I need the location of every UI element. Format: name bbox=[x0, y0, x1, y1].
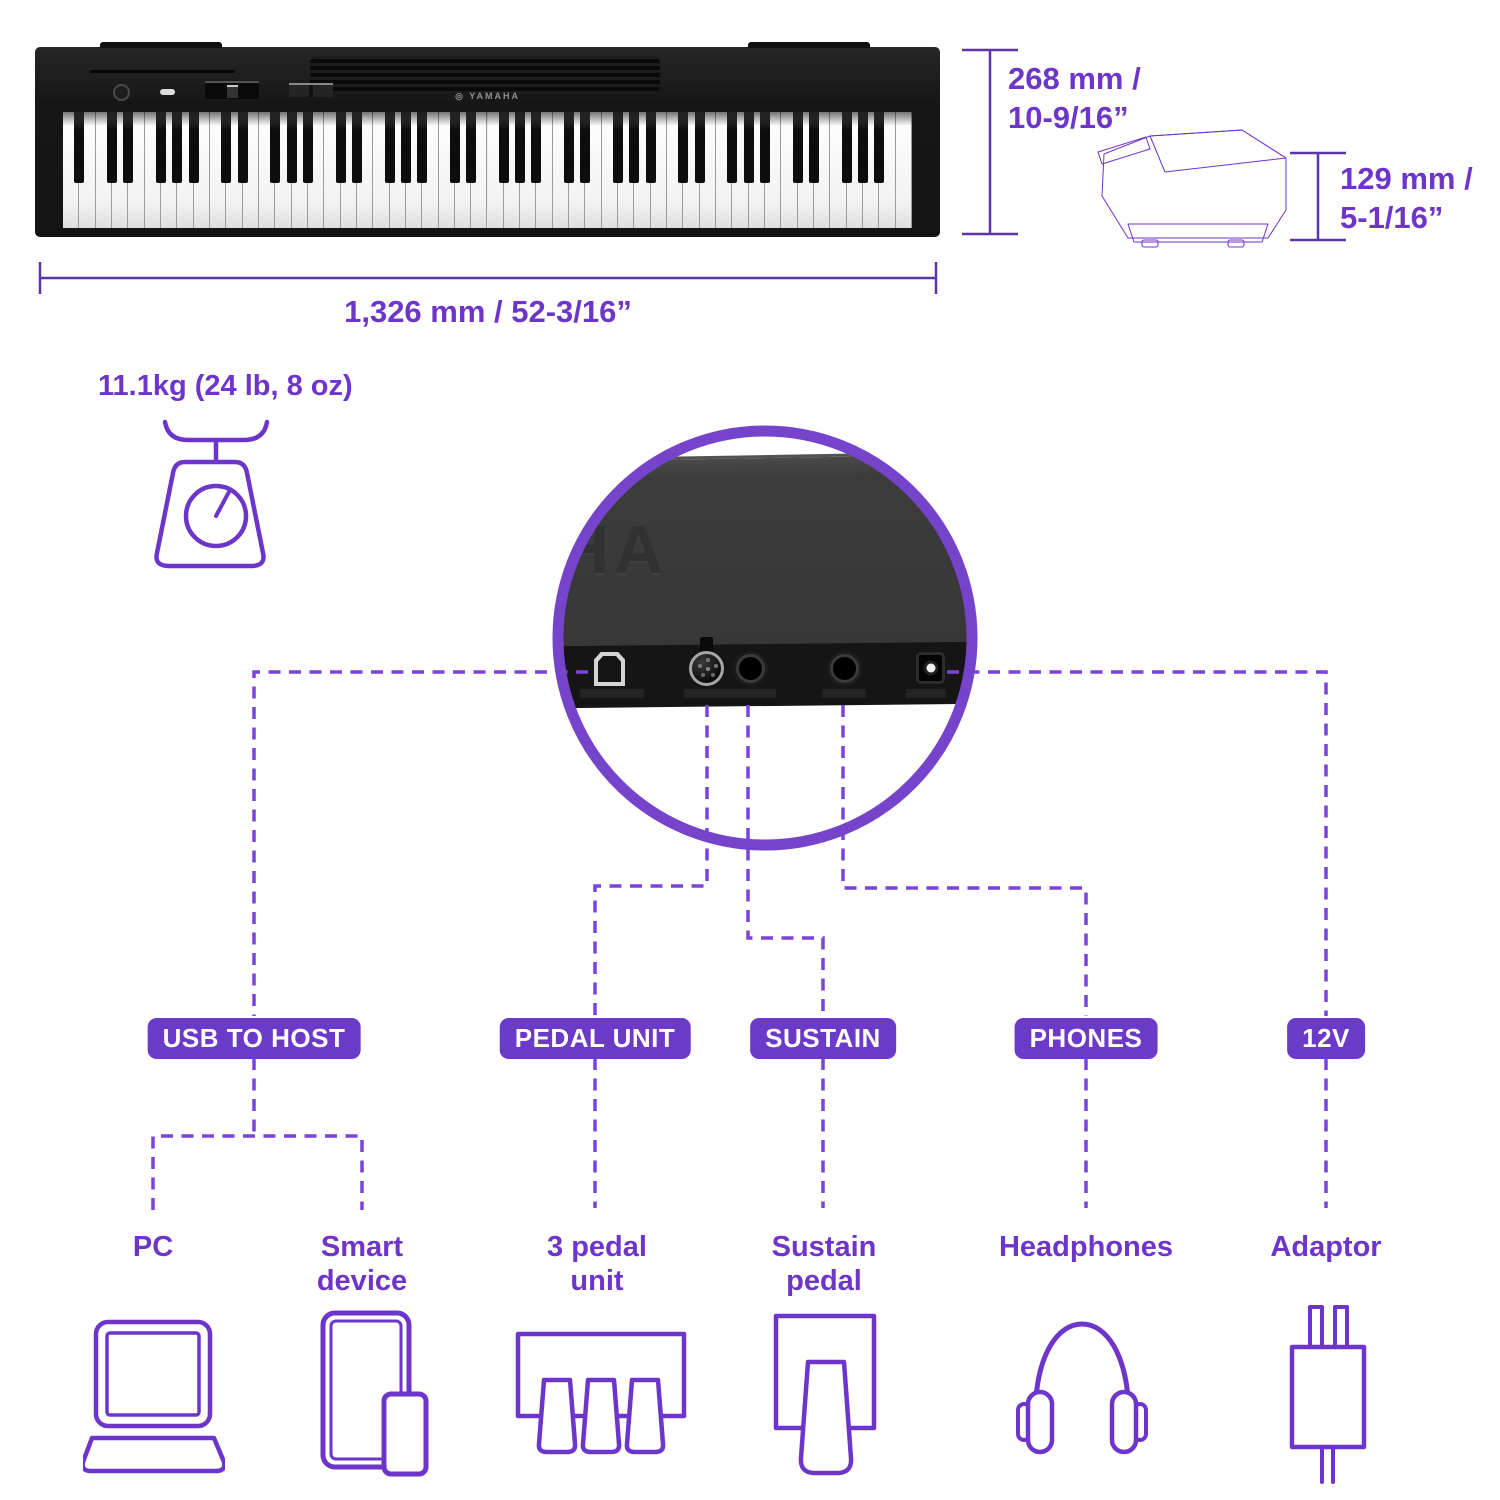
piano-side-view bbox=[1097, 129, 1287, 248]
black-key bbox=[400, 112, 411, 183]
scale-icon bbox=[154, 419, 270, 569]
panel-groove bbox=[90, 70, 235, 73]
black-key bbox=[106, 112, 117, 183]
adaptor-icon bbox=[1289, 1305, 1367, 1484]
usb-to-host-port bbox=[594, 652, 625, 686]
black-key bbox=[809, 112, 820, 183]
black-key bbox=[531, 112, 542, 183]
headphones-icon bbox=[1016, 1321, 1148, 1455]
black-key bbox=[466, 112, 477, 183]
yamaha-logo-mark: ◎ bbox=[455, 91, 465, 101]
device-label-headphones: Headphones bbox=[998, 1231, 1174, 1263]
piano-keybed bbox=[63, 112, 912, 228]
black-key bbox=[302, 112, 313, 183]
device-label-pc: PC bbox=[132, 1231, 174, 1263]
laptop-icon bbox=[83, 1319, 225, 1474]
black-key bbox=[645, 112, 656, 183]
device-label-sustain-pedal: Sustain pedal bbox=[771, 1231, 877, 1298]
weight-label: 11.1kg (24 lb, 8 oz) bbox=[98, 370, 353, 402]
port-label-plate bbox=[734, 689, 776, 698]
smart-device-icon bbox=[320, 1310, 429, 1477]
black-key bbox=[564, 112, 575, 183]
black-key bbox=[335, 112, 346, 183]
dc-in-port bbox=[916, 652, 945, 684]
port-label-pedal-unit: PEDAL UNIT bbox=[499, 1018, 691, 1059]
black-key bbox=[629, 112, 640, 183]
port-label-plate bbox=[684, 689, 740, 698]
dc-connector-line bbox=[947, 670, 1328, 1016]
depth-dimension-label: 129 mm /5-1/16” bbox=[1340, 161, 1473, 235]
port-label-plate bbox=[906, 689, 946, 698]
black-key bbox=[221, 112, 232, 183]
speaker-grille bbox=[310, 56, 660, 93]
rear-panel-magnifier: HA bbox=[558, 431, 972, 845]
black-key bbox=[449, 112, 460, 183]
piano-front-view: ◎ YAMAHA bbox=[35, 42, 940, 237]
power-button bbox=[113, 84, 130, 101]
yamaha-logo: ◎ YAMAHA bbox=[455, 91, 520, 101]
black-key bbox=[384, 112, 395, 183]
device-label-3-pedal-unit: 3 pedal unit bbox=[547, 1231, 647, 1298]
phones-jack bbox=[830, 654, 859, 683]
sustain-pedal-icon bbox=[773, 1313, 877, 1476]
black-key bbox=[270, 112, 281, 183]
port-label-12v: 12V bbox=[1287, 1018, 1365, 1059]
black-key bbox=[841, 112, 852, 183]
usb-split-line bbox=[151, 1134, 364, 1210]
black-key bbox=[351, 112, 362, 183]
black-key bbox=[123, 112, 134, 183]
black-key bbox=[792, 112, 803, 183]
black-key bbox=[678, 112, 689, 183]
black-key bbox=[286, 112, 297, 183]
three-pedal-unit-icon bbox=[515, 1331, 687, 1455]
piano-rear-foot-left bbox=[100, 42, 222, 48]
height-dimension-label: 268 mm /10-9/16” bbox=[1008, 61, 1141, 135]
port-label-sustain: SUSTAIN bbox=[750, 1018, 896, 1059]
device-label-adaptor: Adaptor bbox=[1270, 1231, 1382, 1263]
device-label-smart-device: Smart device bbox=[316, 1231, 408, 1298]
white-key bbox=[895, 112, 912, 228]
black-key bbox=[727, 112, 738, 183]
volume-slider bbox=[205, 81, 259, 99]
black-key bbox=[580, 112, 591, 183]
black-key bbox=[172, 112, 183, 183]
power-led bbox=[160, 89, 175, 95]
black-key bbox=[858, 112, 869, 183]
black-key bbox=[237, 112, 248, 183]
function-buttons bbox=[289, 83, 333, 97]
black-key bbox=[498, 112, 509, 183]
port-label-plate bbox=[822, 689, 866, 698]
rear-panel-logo-fragment: HA bbox=[560, 512, 669, 588]
sustain-jack bbox=[736, 654, 765, 683]
width-dimension-line bbox=[38, 262, 938, 294]
width-dimension-label: 1,326 mm / 52-3/16” bbox=[344, 294, 632, 329]
pedal-unit-port bbox=[689, 651, 724, 686]
black-key bbox=[694, 112, 705, 183]
port-label-phones: PHONES bbox=[1014, 1018, 1158, 1059]
port-label-plate bbox=[580, 689, 644, 698]
black-key bbox=[188, 112, 199, 183]
black-key bbox=[155, 112, 166, 183]
black-key bbox=[515, 112, 526, 183]
usb-connector-line bbox=[252, 670, 588, 1016]
piano-rear-foot-right bbox=[748, 42, 870, 48]
black-key bbox=[613, 112, 624, 183]
black-key bbox=[74, 112, 85, 183]
black-key bbox=[743, 112, 754, 183]
black-key bbox=[417, 112, 428, 183]
port-label-usb-to-host: USB TO HOST bbox=[147, 1018, 361, 1059]
black-key bbox=[760, 112, 771, 183]
volume-slider-knob bbox=[227, 85, 238, 98]
black-key bbox=[874, 112, 885, 183]
